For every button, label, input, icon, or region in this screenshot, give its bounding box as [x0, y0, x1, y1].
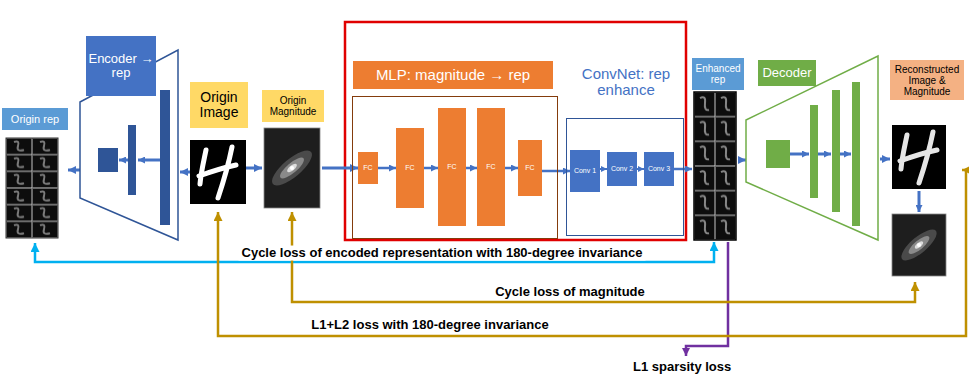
node-label: Origin Image [192, 90, 246, 121]
spectrum-band [277, 155, 306, 182]
node-label: Origin Magnitude [264, 95, 322, 117]
flow-arrow [600, 168, 607, 170]
spectrum-band [286, 162, 298, 174]
spectrum-ground [892, 214, 946, 276]
magnitude-image: Origin Magnitude [262, 90, 322, 212]
node-label: Encoder → rep [88, 52, 154, 81]
representation-grid: Origin rep [2, 108, 68, 243]
node-heading: Origin rep [2, 108, 68, 130]
convnet-block: Conv 1Conv 2Conv 3ConvNet: rep enhance [566, 118, 684, 236]
loss-label: Cycle loss of magnitude [492, 285, 648, 300]
decoder-layer [766, 140, 790, 168]
decoder-arrow [840, 153, 851, 156]
spectrum-band [914, 240, 924, 250]
node-label: FC [525, 164, 534, 172]
flow-arrow [880, 158, 890, 161]
fc-layer: FC [358, 152, 378, 184]
node-label: Conv 1 [574, 167, 596, 175]
spectrum-ground [264, 128, 320, 208]
flow-arrow [68, 169, 80, 172]
flow-arrow [637, 168, 644, 170]
decoder-arrow [818, 153, 831, 156]
encoder-layer [98, 148, 118, 172]
node-heading: Encoder → rep [86, 36, 156, 96]
fc-layer: FC [438, 108, 466, 226]
image-ground [892, 125, 946, 189]
flow-arrow [505, 167, 518, 170]
loss-connector [218, 170, 966, 336]
loss-label: Cycle loss of encoded representation wit… [239, 246, 646, 261]
node-label: FC [405, 164, 414, 172]
node-label: Origin rep [11, 113, 59, 125]
encoder-layer [128, 125, 136, 195]
node-label: Enhanced rep [694, 63, 742, 85]
fc-layer: FC [518, 140, 542, 196]
flow-arrow [246, 167, 262, 170]
spectrum-peak [917, 243, 921, 247]
reconstructed-digit-image [892, 125, 946, 189]
spectrum-peak [290, 166, 294, 170]
image-ground [190, 140, 246, 204]
decoder-trapezoid: Decoder [746, 54, 880, 242]
node-heading: MLP: magnitude → rep [353, 61, 553, 89]
digit-stroke [900, 132, 937, 183]
node-label: FC [447, 163, 456, 171]
loss-label: L1+L2 loss with 180-degree invariance [308, 318, 551, 333]
reconstructed-spectrum [892, 214, 946, 276]
node-label: FC [363, 164, 372, 172]
encoder-layers [98, 90, 170, 225]
flow-arrow [424, 167, 438, 170]
reconstruction-output: Reconstructed Image & Magnitude [890, 60, 962, 282]
node-heading: ConvNet: rep enhance [569, 59, 683, 105]
node-heading: Origin Magnitude [262, 90, 324, 122]
flow-arrow [738, 159, 746, 162]
flow-arrow [180, 171, 190, 174]
flow-arrow [918, 191, 921, 212]
node-heading: Reconstructed Image & Magnitude [890, 60, 964, 100]
conv-layer: Conv 2 [607, 152, 637, 186]
input-image: Origin Image [190, 82, 246, 212]
spectrum-band [897, 225, 941, 266]
decoder-layer [832, 90, 840, 212]
trapezoid-outline [746, 56, 878, 240]
representation-grid-image [6, 138, 58, 238]
node-heading: Enhanced rep [692, 58, 744, 90]
fc-layer: FC [477, 108, 505, 226]
node-label: FC [486, 163, 495, 171]
fc-layer: FC [396, 128, 424, 208]
encoder-layer [160, 90, 170, 225]
decoder-arrow [790, 153, 809, 156]
encoder-arrow [138, 159, 160, 162]
node-heading: Origin Image [190, 82, 248, 128]
loss-label: L1 sparsity loss [630, 360, 734, 375]
sparsity-leader [686, 242, 728, 356]
digit-stroke [199, 147, 236, 198]
node-label: Conv 2 [611, 165, 633, 173]
spectrum-band [906, 233, 932, 257]
highlight-frame [345, 22, 686, 240]
node-label: Conv 3 [648, 165, 670, 173]
mlp-block: FCFCFCFCFCMLP: magnitude → rep [352, 96, 558, 239]
input-digit-image [190, 140, 246, 204]
enhanced-representation: Enhanced rep [692, 58, 738, 242]
decoder-layer [810, 105, 818, 198]
conv-layer: Conv 3 [644, 152, 674, 186]
conv-layer: Conv 1 [570, 150, 600, 192]
encoder-trapezoid: Encoder → rep [80, 30, 180, 242]
flow-arrow [466, 167, 477, 170]
encoder-arrow [119, 159, 128, 162]
node-label: Decoder [762, 66, 811, 80]
node-heading: Decoder [758, 60, 816, 86]
representation-grid-image [694, 92, 736, 240]
spectrum-band [267, 145, 317, 191]
node-label: Reconstructed Image & Magnitude [892, 64, 962, 97]
loss-connector [35, 242, 714, 262]
flow-arrow [378, 167, 396, 170]
node-label: ConvNet: rep enhance [571, 66, 681, 99]
magnitude-spectrum [264, 128, 320, 208]
decoder-layer [852, 82, 860, 226]
node-label: MLP: magnitude → rep [376, 67, 530, 84]
flow-arrow [674, 168, 692, 171]
